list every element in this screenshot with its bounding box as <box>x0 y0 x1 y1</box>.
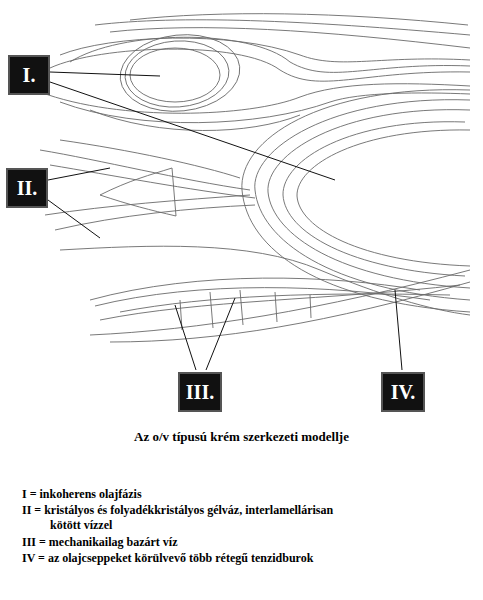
legend-line: II = kristályos és folyadékkristályos gé… <box>22 503 357 533</box>
callout-box: I. <box>8 55 50 95</box>
legend-line: III = mechanikailag bazárt víz <box>22 535 472 550</box>
legend-line: IV = az olajcseppeket körülvevő több rét… <box>22 551 472 566</box>
callout-number: III. <box>186 381 214 404</box>
legend-line: I = inkoherens olajfázis <box>22 487 472 502</box>
callout-box: IV. <box>381 372 425 412</box>
caption: Az o/v típusú krém szerkezeti modellje <box>0 429 483 445</box>
callout-number: IV. <box>391 381 416 404</box>
callout-box: II. <box>6 168 48 208</box>
callout-number: II. <box>17 177 38 200</box>
callout-box: III. <box>178 372 222 412</box>
callout-number: I. <box>23 64 36 87</box>
